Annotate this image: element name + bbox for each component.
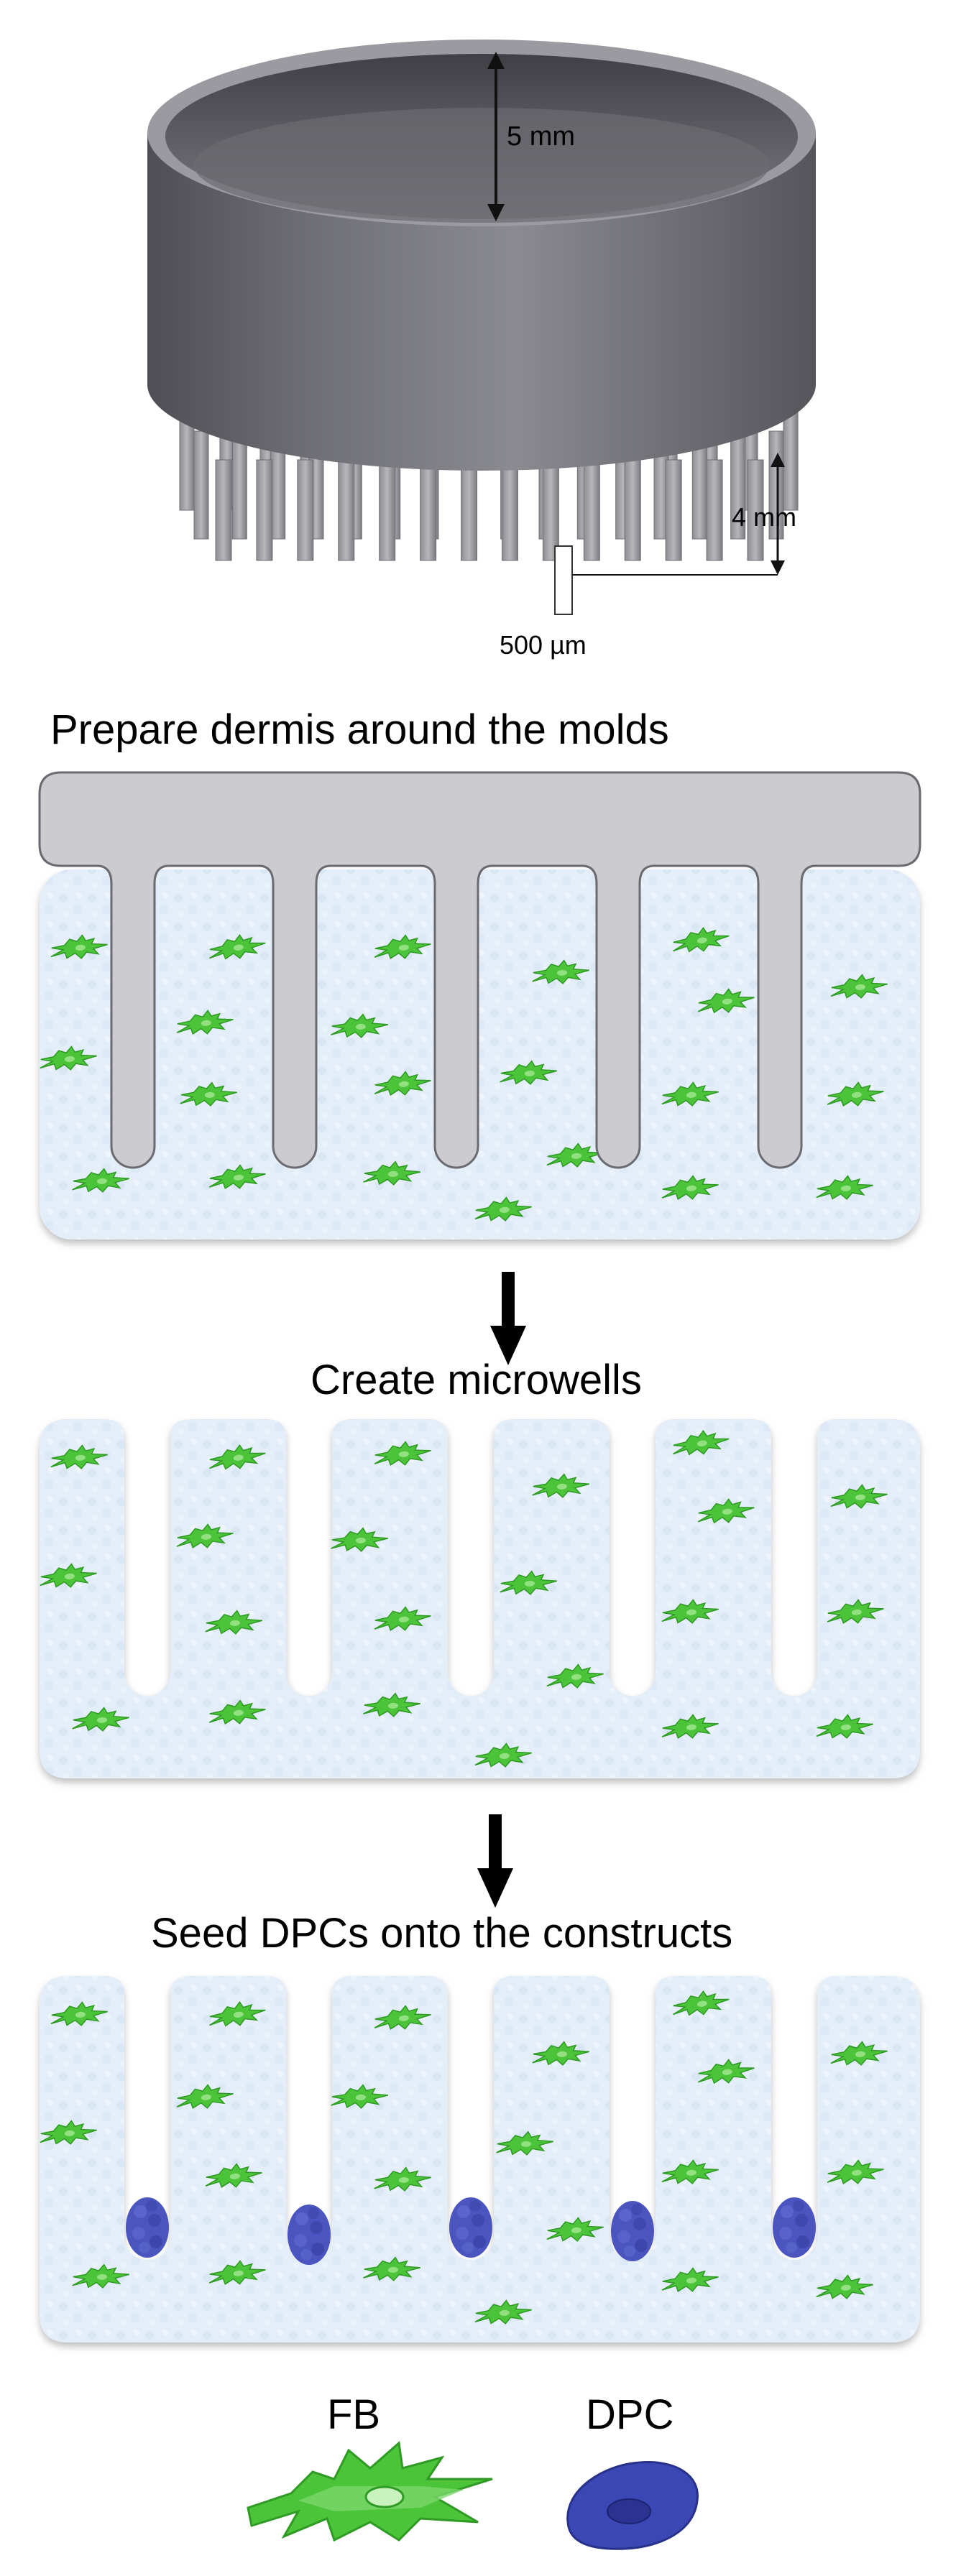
mold-pin bbox=[379, 459, 396, 561]
mold-pin bbox=[420, 459, 437, 561]
step-2-label: Create microwells bbox=[311, 1357, 642, 1403]
dpc-aggregate bbox=[288, 2205, 331, 2265]
mold-pin bbox=[215, 459, 232, 561]
step-3-panel bbox=[40, 1976, 920, 2342]
pin-length-label: 4 mm bbox=[732, 502, 796, 532]
fibroblast-icon bbox=[247, 2441, 493, 2542]
mold-pin bbox=[461, 459, 478, 561]
legend-dpc-label: DPC bbox=[586, 2391, 673, 2438]
pin-length-dimension: 4 mm bbox=[568, 453, 796, 576]
dpc-aggregate bbox=[126, 2197, 169, 2258]
mold-pin bbox=[231, 430, 247, 540]
pin-width-callout: 500 µm bbox=[500, 545, 587, 660]
legend: FB DPC bbox=[247, 2391, 699, 2550]
mold-pin bbox=[747, 459, 764, 561]
step-1-mold-comb bbox=[38, 771, 921, 1169]
dpc-aggregate bbox=[611, 2201, 654, 2261]
dpc-aggregate bbox=[449, 2197, 492, 2258]
step-1-label: Prepare dermis around the molds bbox=[50, 706, 669, 753]
arrow-down-1 bbox=[490, 1272, 526, 1365]
mold-3d-render: 5 mm 4 mm 500 µm bbox=[147, 40, 816, 660]
legend-fb-label: FB bbox=[327, 2391, 380, 2438]
mold-pin bbox=[193, 430, 209, 540]
mold-pin bbox=[706, 459, 723, 561]
step-1-panel bbox=[40, 869, 920, 1239]
mold-pin bbox=[501, 459, 518, 561]
height-label: 5 mm bbox=[507, 121, 575, 152]
mold-pin bbox=[256, 459, 273, 561]
dpc-cell-icon bbox=[566, 2461, 699, 2550]
pin-width-label: 500 µm bbox=[500, 630, 587, 660]
mold-pin bbox=[665, 459, 682, 561]
step-2-panel bbox=[40, 1419, 920, 1778]
mold-pin bbox=[338, 459, 355, 561]
height-dimension: 5 mm bbox=[487, 52, 575, 221]
dpc-aggregate bbox=[773, 2197, 816, 2258]
mold-pin bbox=[624, 459, 641, 561]
mold-pin bbox=[583, 459, 600, 561]
step-3-label: Seed DPCs onto the constructs bbox=[151, 1910, 732, 1957]
mold-pin bbox=[297, 459, 314, 561]
arrow-down-2 bbox=[477, 1814, 513, 1908]
